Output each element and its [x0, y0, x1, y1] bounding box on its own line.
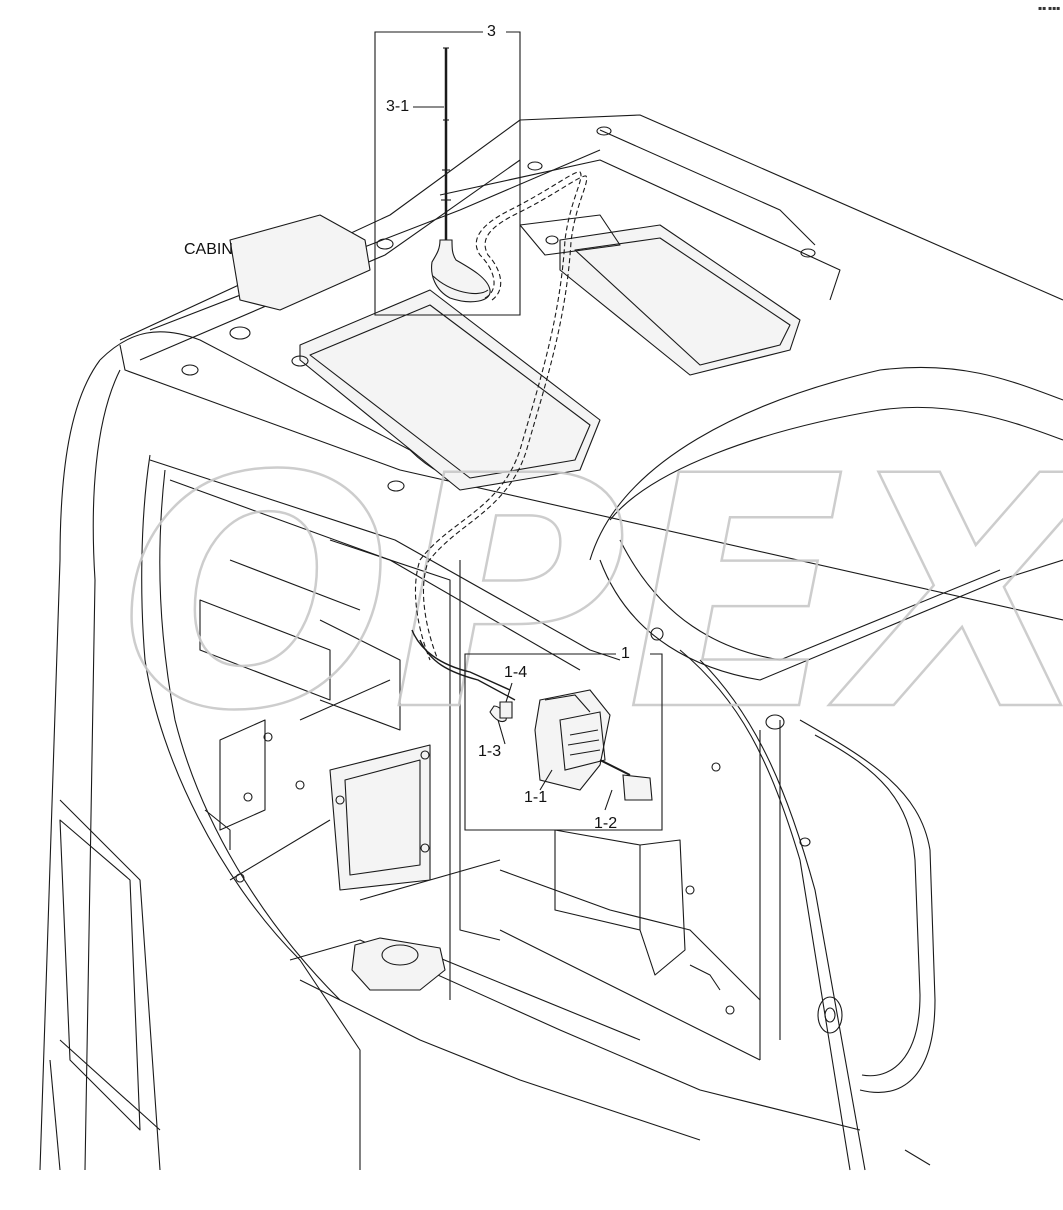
radio-unit	[534, 689, 611, 791]
callout-3-1: 3-1	[386, 98, 410, 115]
antenna-cable	[415, 171, 588, 661]
callout-1-3: 1-3	[478, 743, 502, 760]
corner-mark: ▪▪ ▪▪▪	[1038, 5, 1060, 12]
radio-detail-box	[411, 629, 663, 831]
leader-1-1	[539, 769, 553, 791]
detail-frame-1	[464, 653, 663, 831]
leader-1-2	[604, 789, 613, 811]
detail-frame-3	[374, 31, 521, 316]
leader-1-3	[497, 719, 506, 745]
callout-1-4: 1-4	[504, 664, 528, 681]
fuse	[499, 701, 513, 719]
callout-1-2: 1-2	[594, 815, 618, 832]
antenna-detail-box	[374, 31, 521, 316]
callout-3: 3	[487, 23, 496, 40]
connector-plug	[622, 774, 653, 801]
antenna-base	[431, 239, 491, 303]
callout-1-1: 1-1	[524, 789, 548, 806]
leader-1-4	[505, 682, 513, 703]
corner-mark-text: ▪▪ ▪▪▪	[1038, 5, 1060, 12]
callout-1: 1	[621, 645, 630, 662]
cabin-outline	[39, 114, 1063, 1171]
cabin-label: CABIN	[184, 241, 233, 258]
